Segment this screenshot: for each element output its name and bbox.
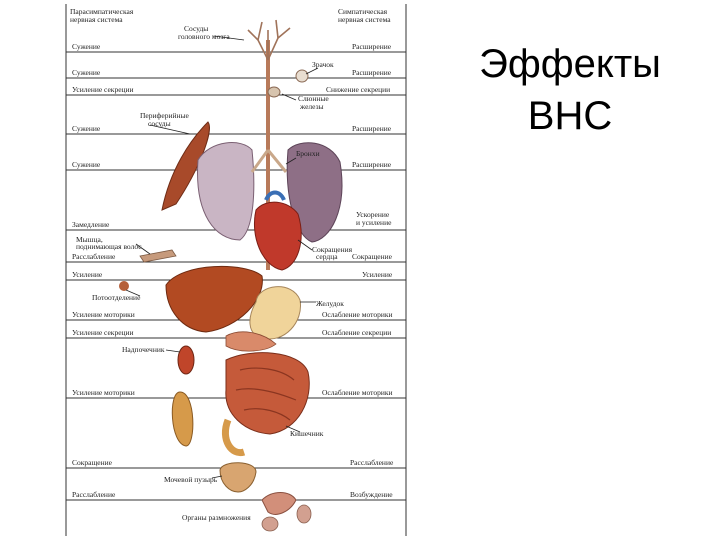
rectum-icon (221, 418, 246, 457)
sympathetic-header-line2: нервная система (338, 15, 391, 24)
bladder-label: Мочевой пузырь (164, 475, 218, 484)
right-effect-label: Возбуждение (350, 490, 393, 499)
stomach-label: Желудок (316, 299, 344, 308)
genitals-label: Органы размножения (182, 513, 251, 522)
left-effect-label: Сужение (72, 160, 101, 169)
left-effect-label: Усиление (72, 270, 103, 279)
adrenal-label: Надпочечник (122, 345, 165, 354)
right-effect-label: Ослабление секреции (322, 328, 391, 337)
organ-labels: Сосуды головного мозга Зрачок Слюнные же… (76, 24, 353, 522)
sweat-label: Потоотделение (92, 293, 141, 302)
parasympathetic-header-line2: нервная система (70, 15, 123, 24)
heart-label: Сокращения (312, 245, 353, 254)
stomach-icon (249, 286, 301, 340)
pancreas-icon (225, 331, 277, 352)
left-effect-label: Усиление секреции (72, 85, 134, 94)
right-effect-label: Расширение (352, 160, 392, 169)
pointer-lines (125, 35, 319, 479)
salivary-label-2: железы (299, 102, 324, 111)
right-effect-label: Ускорение (356, 210, 390, 219)
left-effect-label: Усиление моторики (72, 310, 135, 319)
intestine-label: Кишечник (290, 429, 324, 438)
peripheral-vessels-label: Периферийные (140, 111, 190, 120)
brain-vessels-icon (247, 19, 291, 61)
left-lung-icon (197, 142, 255, 241)
ovary-icon (261, 516, 279, 532)
left-effect-label: Расслабление (72, 490, 116, 499)
slide-title-line1: Эффекты (479, 42, 661, 86)
parasympathetic-header-line1: Парасимпатическая (70, 7, 134, 16)
brain-vessels-label: Сосуды (184, 24, 208, 33)
left-effect-labels: Сужение Сужение Усиление секреции Сужени… (72, 42, 135, 499)
sweat-gland-icon (119, 281, 129, 291)
slide-title: Эффекты ВНС (450, 38, 690, 142)
bladder-icon (219, 462, 257, 493)
left-effect-label: Усиление моторики (72, 388, 135, 397)
kidney-icon (177, 345, 195, 375)
eye-icon (295, 69, 309, 83)
right-effect-label: Ослабление моторики (322, 310, 393, 319)
muscle-icon (161, 121, 210, 211)
uterus-icon (261, 492, 297, 515)
right-effect-label: Расширение (352, 68, 392, 77)
right-effect-labels: Расширение Расширение Снижение секреции … (322, 42, 394, 499)
right-effect-label: Снижение секреции (326, 85, 390, 94)
slide-title-line2: ВНС (527, 94, 613, 138)
skin-icon (139, 249, 177, 263)
left-effect-label: Замедление (72, 220, 110, 229)
pupil-label: Зрачок (312, 60, 334, 69)
left-effect-label: Сужение (72, 124, 101, 133)
small-intestine-icon (225, 352, 310, 435)
left-effect-label: Расслабление (72, 252, 116, 261)
intestine-folds (235, 367, 297, 421)
hair-muscle-label-2: поднимающая волос (76, 242, 142, 251)
right-effect-label: и усиление (356, 218, 392, 227)
brain-vessels-label-2: головного мозга (178, 32, 230, 41)
testis-icon (296, 504, 312, 524)
left-effect-label: Сокращение (72, 458, 113, 467)
colon-icon (171, 391, 194, 447)
right-effect-label: Усиление (362, 270, 393, 279)
peripheral-vessels-label-2: сосуды (148, 119, 171, 128)
left-effect-label: Сужение (72, 42, 101, 51)
bronchi-label: Бронхи (296, 149, 320, 158)
aorta-icon (264, 190, 286, 201)
right-effect-label: Расслабление (350, 458, 394, 467)
heart-icon (254, 201, 302, 271)
right-effect-label: Расширение (352, 42, 392, 51)
bronchi-icon (250, 149, 288, 173)
right-effect-label: Ослабление моторики (322, 388, 393, 397)
sympathetic-header-line1: Симпатическая (338, 7, 388, 16)
heart-label-2: сердца (316, 252, 338, 261)
hair-muscle-label: Мышца, (76, 235, 103, 244)
left-effect-label: Усиление секреции (72, 328, 134, 337)
right-effect-label: Расширение (352, 124, 392, 133)
salivary-gland-icon (267, 86, 281, 98)
salivary-label: Слюнные (298, 94, 329, 103)
right-effect-label: Сокращение (352, 252, 393, 261)
left-effect-label: Сужение (72, 68, 101, 77)
liver-icon (165, 265, 263, 333)
